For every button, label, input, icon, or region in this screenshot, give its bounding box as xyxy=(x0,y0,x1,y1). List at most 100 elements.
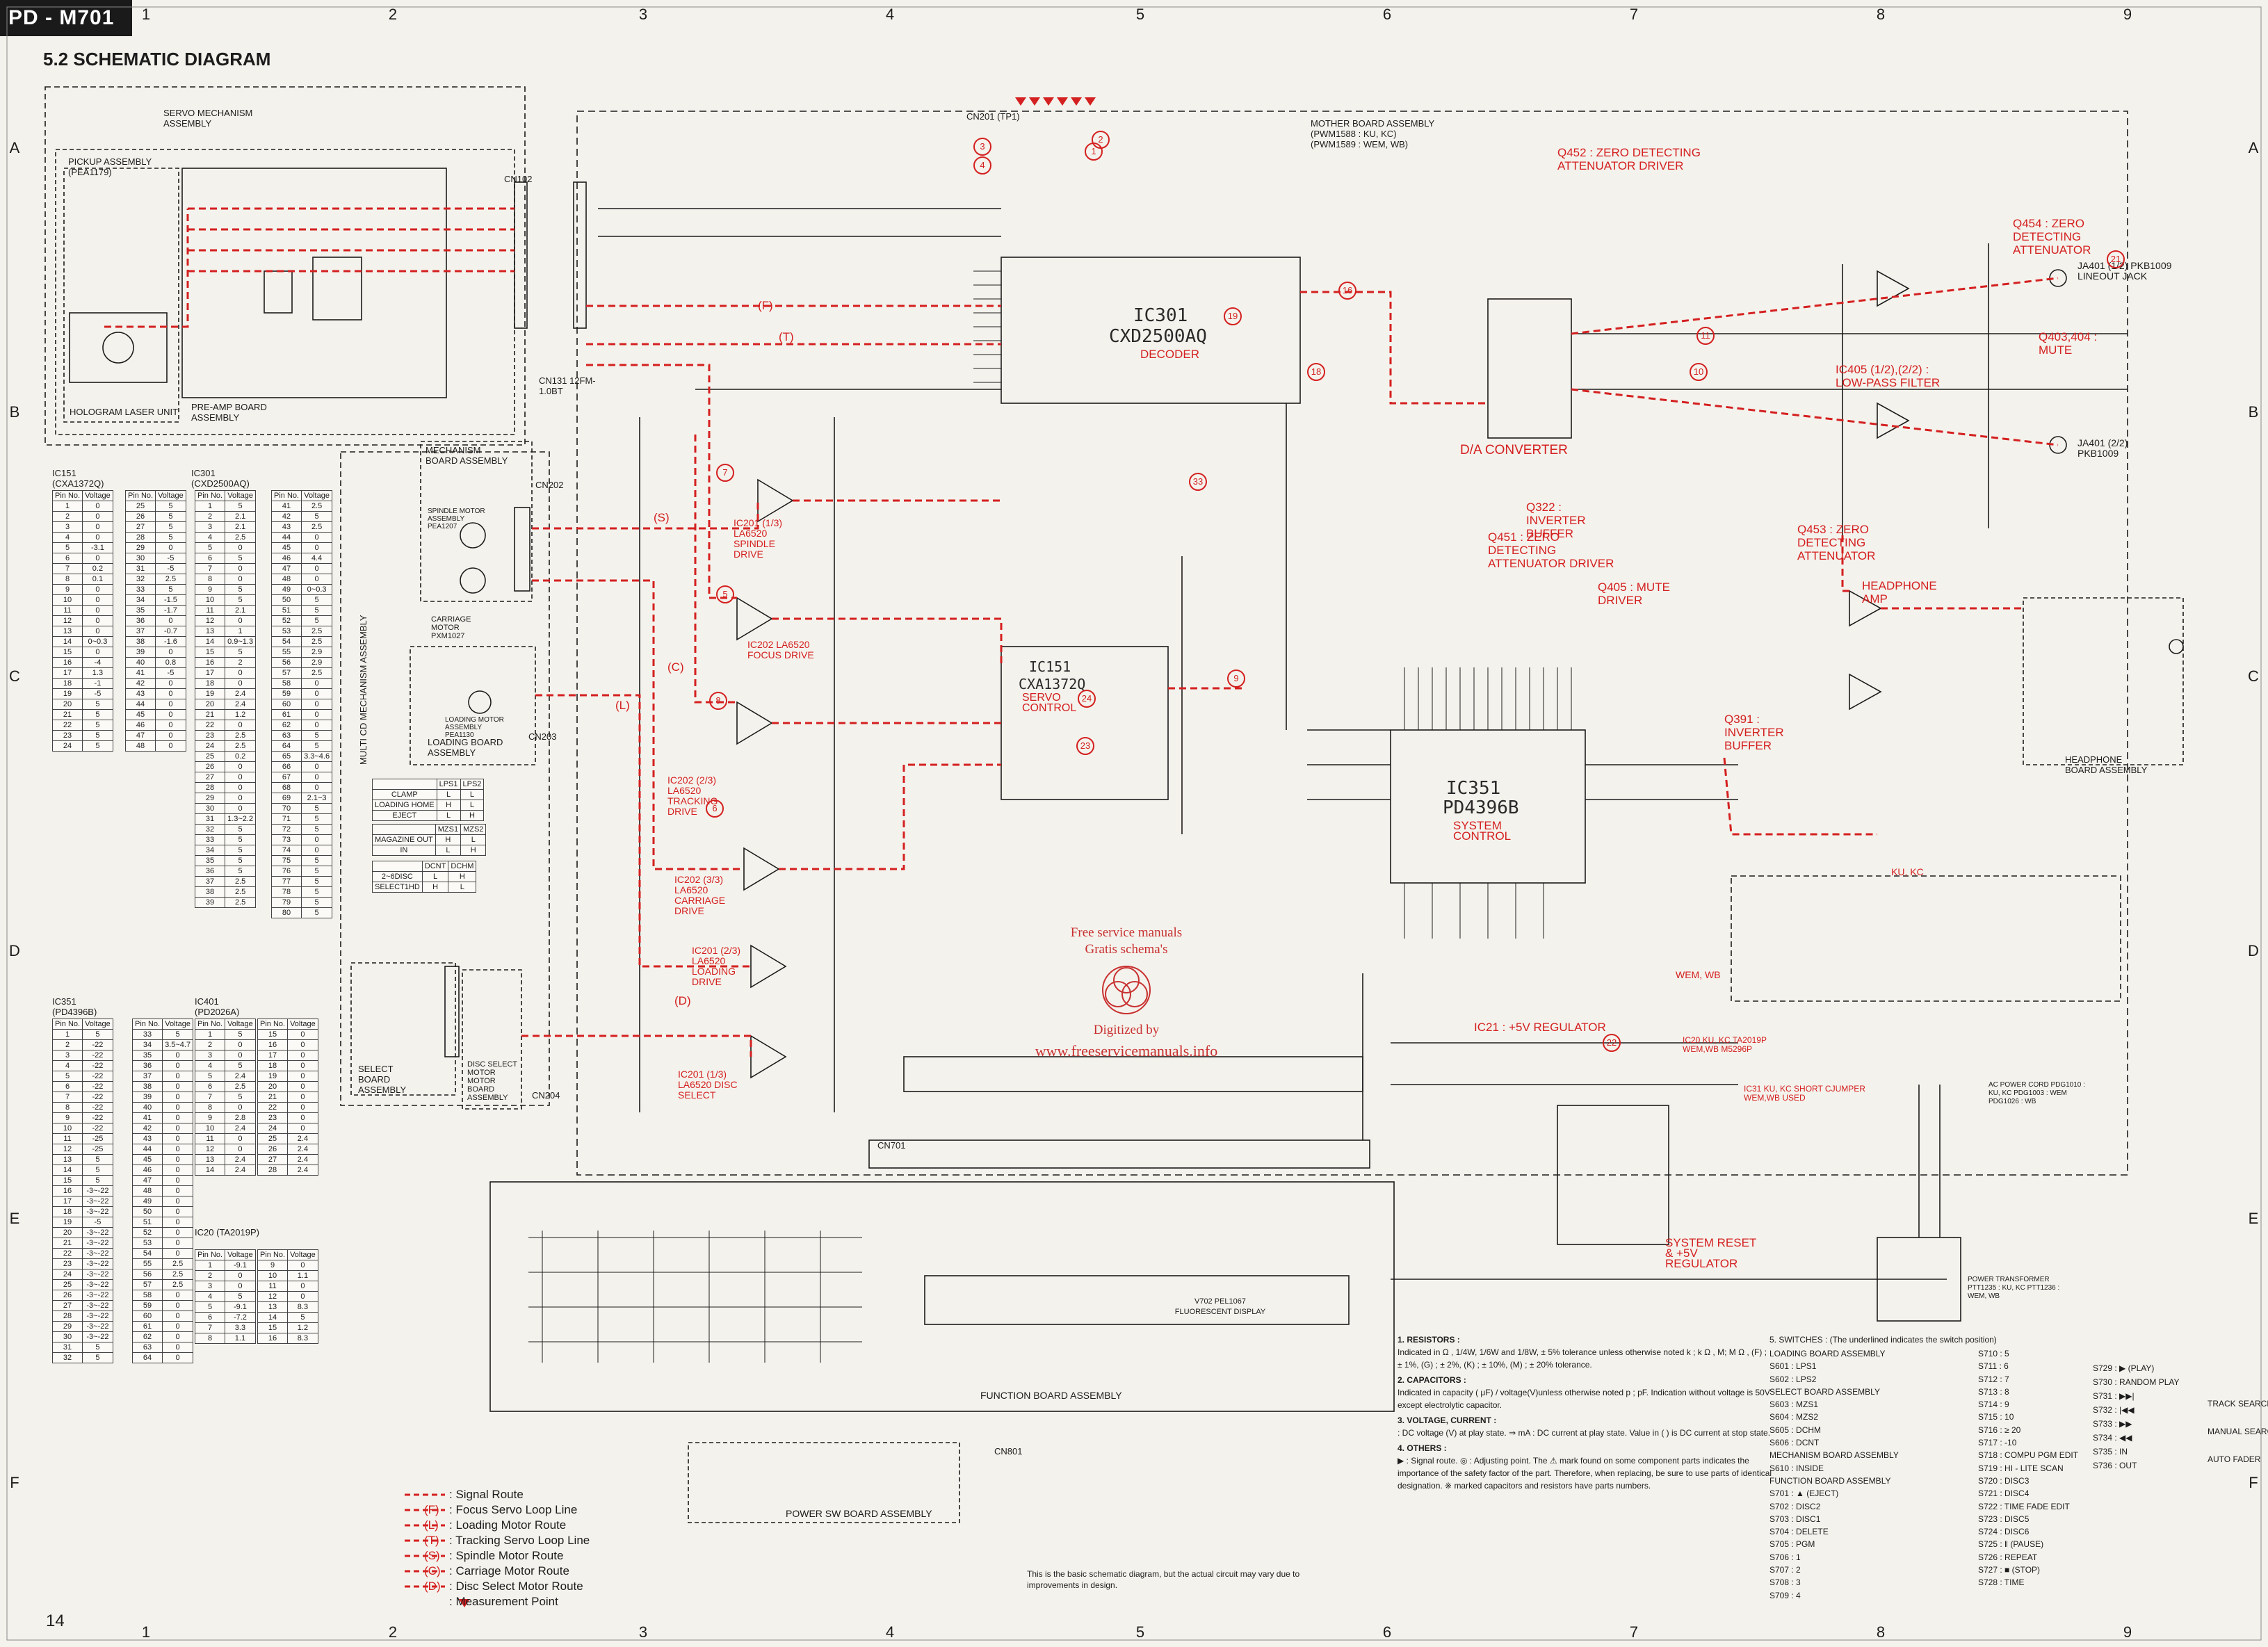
switch-item: SELECT BOARD ASSEMBLY xyxy=(1769,1386,1880,1397)
table-row: 6-7.2 xyxy=(194,1312,256,1323)
table-cell: 27 xyxy=(257,1154,289,1165)
ic351-func: SYSTEM CONTROL xyxy=(1453,819,1512,843)
table-cell: 13 xyxy=(194,626,226,637)
table-cell: 0 xyxy=(155,678,186,689)
route-label: (F) xyxy=(758,299,773,312)
table-cell: 5 xyxy=(194,1071,226,1082)
table-row: 3-22 xyxy=(51,1050,113,1061)
row-tick-A-left: A xyxy=(9,139,20,156)
table-cell: H xyxy=(421,882,449,893)
table-cell: 54 xyxy=(131,1248,163,1259)
table-cell: 14 xyxy=(194,636,226,647)
table-cell: -3~-22 xyxy=(82,1331,113,1342)
table-header: Voltage xyxy=(225,490,257,501)
table-cell: -5 xyxy=(82,688,113,699)
table-cell: 7 xyxy=(194,1092,226,1103)
table-cell: 0 xyxy=(225,678,257,689)
table-cell: 4 xyxy=(51,1060,83,1071)
legend-key: (L) xyxy=(424,1518,439,1532)
page-number: 14 xyxy=(46,1612,65,1630)
table-cell: 0 xyxy=(82,532,113,543)
table-row: 5-22 xyxy=(51,1071,113,1082)
table-cell: 11 xyxy=(194,1133,226,1144)
switch-item: S720 : DISC3 xyxy=(1978,1475,2030,1486)
ic301-func: DECODER xyxy=(1140,348,1200,361)
measurement-point-19: 19 xyxy=(1224,307,1242,325)
table-row: 7-22 xyxy=(51,1092,113,1103)
table-cell: 32 xyxy=(194,824,226,835)
table-cell: 15 xyxy=(257,1029,289,1040)
table-cell: 5 xyxy=(301,803,333,814)
table-row: 19-5 xyxy=(51,688,113,699)
table-cell: 4 xyxy=(194,1291,226,1302)
table-cell: 16 xyxy=(257,1333,289,1344)
legend-key: (T) xyxy=(424,1534,439,1547)
table-cell: 5 xyxy=(225,834,257,845)
col-tick-3-bottom: 3 xyxy=(638,1623,648,1641)
table-cell: H xyxy=(436,800,461,811)
preamp-label: PRE-AMP BOARD ASSEMBLY xyxy=(191,402,267,423)
servo-mechanism-label: SERVO MECHANISM ASSEMBLY xyxy=(163,108,253,129)
spindle-drive-label: IC201 (1/3) LA6520 SPINDLE DRIVE xyxy=(734,517,783,560)
table-cell: 5 xyxy=(82,699,113,710)
table-cell: 29 xyxy=(51,1321,83,1332)
table-cell: 42 xyxy=(124,678,156,689)
table-cell: 10 xyxy=(51,1123,83,1134)
measurement-point-2: 2 xyxy=(1092,131,1110,149)
table-cell: 24 xyxy=(51,740,83,752)
legend-text: : Tracking Servo Loop Line xyxy=(449,1534,590,1547)
table-cell: 2.5 xyxy=(225,1081,256,1092)
ic401-func: D/A CONVERTER xyxy=(1460,443,1568,457)
col-tick-1-top: 1 xyxy=(141,6,151,23)
table-row: 21-3~-22 xyxy=(51,1238,113,1249)
connector-cn131: CN131 12FM-1.0BT xyxy=(539,375,596,396)
table-cell: 10 xyxy=(257,1270,289,1281)
table-cell: 5 xyxy=(287,1312,318,1323)
table-cell: 51 xyxy=(131,1217,163,1228)
table-cell: 80 xyxy=(270,907,302,918)
table-cell: 50 xyxy=(131,1206,163,1217)
table-cell: 5 xyxy=(301,907,333,918)
table-cell: 13 xyxy=(257,1301,289,1313)
table-cell: -9.1 xyxy=(225,1301,256,1313)
table-cell: 2.4 xyxy=(287,1165,318,1176)
transformer-label: POWER TRANSFORMER PTT1235 : KU, KC PTT12… xyxy=(1968,1276,2060,1300)
table-cell: 38 xyxy=(194,886,226,898)
table-cell: 13 xyxy=(51,626,83,637)
table-cell: 1.1 xyxy=(225,1333,256,1344)
q453-label: Q453 : ZERO DETECTING ATTENUATOR xyxy=(1797,523,1876,562)
switch-item: S602 : LPS2 xyxy=(1769,1374,1817,1384)
fluorescent-label: V702 PEL1067 FLUORESCENT DISPLAY xyxy=(1174,1297,1266,1316)
table-cell: 52 xyxy=(131,1227,163,1238)
table-cell: 0 xyxy=(162,1165,194,1176)
table-cell: 0 xyxy=(82,647,113,658)
headphone-amp-label: HEADPHONE AMP xyxy=(1862,579,1937,606)
table-cell: 16 xyxy=(257,1039,289,1050)
table-cell: 29 xyxy=(194,793,226,804)
table-cell: 16 xyxy=(194,657,226,668)
table-cell: 0 xyxy=(162,1238,194,1249)
table-cell: 12 xyxy=(51,1144,83,1155)
ja401-2-label: JA401 (2/2) PKB1009 xyxy=(2077,437,2128,459)
